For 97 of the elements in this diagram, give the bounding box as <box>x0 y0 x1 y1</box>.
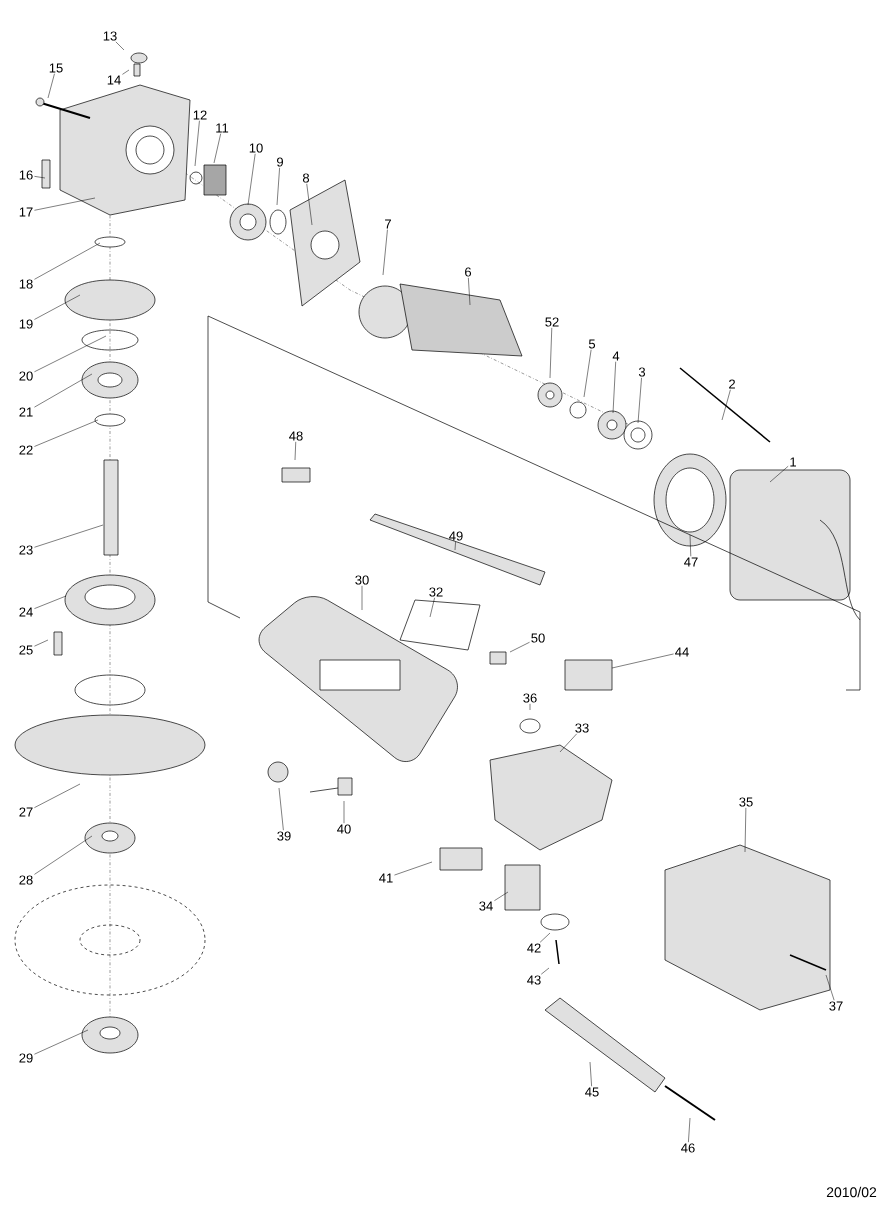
callout-number: 8 <box>302 173 310 183</box>
callout-number: 46 <box>681 1143 695 1153</box>
leader-line <box>394 861 433 876</box>
callout-number: 17 <box>19 207 33 217</box>
leader-line <box>589 1061 592 1087</box>
leader-line <box>429 597 435 618</box>
callout-number: 14 <box>107 75 121 85</box>
callout-number: 21 <box>19 407 33 417</box>
leader-line <box>611 653 674 669</box>
callout-number: 12 <box>193 110 207 120</box>
callout-number: 15 <box>49 63 63 73</box>
callout-number: 18 <box>19 279 33 289</box>
leader-line <box>122 69 130 75</box>
leader-line <box>361 585 363 611</box>
callout-number: 5 <box>588 339 596 349</box>
callout-number: 16 <box>19 170 33 180</box>
callout-number: 13 <box>103 31 117 41</box>
callout-number: 25 <box>19 645 33 655</box>
leader-line <box>294 441 296 461</box>
leader-line <box>529 703 531 711</box>
leader-line <box>559 733 577 753</box>
leader-line <box>34 373 93 408</box>
leader-line <box>47 73 55 99</box>
leader-line <box>278 787 284 831</box>
leader-line <box>306 183 313 226</box>
callout-number: 28 <box>19 875 33 885</box>
callout-number: 35 <box>739 797 753 807</box>
leader-line <box>34 419 99 447</box>
callout-number: 6 <box>465 267 472 277</box>
leader-line <box>468 277 471 306</box>
callout-number: 23 <box>19 545 33 555</box>
callout-number: 2 <box>729 379 735 389</box>
callout-number: 41 <box>379 873 393 883</box>
callout-number: 19 <box>19 319 33 329</box>
leader-line <box>583 349 592 398</box>
leader-line <box>689 534 692 557</box>
callout-number: 45 <box>585 1087 599 1097</box>
leader-line <box>343 800 345 824</box>
leader-line <box>825 974 835 1001</box>
leader-line <box>34 835 93 875</box>
leader-line <box>382 229 388 276</box>
leader-line <box>549 327 553 379</box>
callout-number: 7 <box>385 219 391 229</box>
leader-line <box>213 133 221 164</box>
leader-line <box>34 294 81 320</box>
callout-number: 42 <box>527 943 541 953</box>
leader-line <box>34 335 107 373</box>
callout-number: 48 <box>289 431 303 441</box>
callout-number: 27 <box>19 807 33 817</box>
leader-line <box>539 932 551 943</box>
leader-line <box>34 639 49 647</box>
callout-number: 33 <box>575 723 589 733</box>
callout-number: 4 <box>612 351 620 361</box>
callout-number: 50 <box>531 633 545 643</box>
callout-number: 47 <box>684 557 698 567</box>
callout-number: 39 <box>277 831 291 841</box>
date-label: 2010/02 <box>826 1186 877 1198</box>
callout-number: 20 <box>19 371 33 381</box>
callout-number: 11 <box>216 123 229 133</box>
callout-number: 40 <box>337 824 351 834</box>
callout-number: 44 <box>675 647 689 657</box>
callout-number: 49 <box>449 531 463 541</box>
leader-line <box>115 41 125 51</box>
callout-number: 1 <box>790 457 796 467</box>
callout-number: 36 <box>523 693 537 703</box>
leader-line <box>34 524 104 548</box>
callout-number: 34 <box>479 901 493 911</box>
callout-number: 29 <box>19 1053 33 1063</box>
callout-number: 10 <box>249 143 263 153</box>
leader-line <box>194 120 200 167</box>
callout-number: 37 <box>829 1001 843 1011</box>
leader-line <box>247 153 256 206</box>
callout-number: 24 <box>19 607 33 617</box>
callout-number: 43 <box>527 975 541 985</box>
callout-number: 9 <box>277 157 283 167</box>
callout-number: 30 <box>355 575 369 585</box>
leader-line <box>454 541 456 551</box>
leader-line <box>769 465 789 483</box>
callout-number: 52 <box>545 317 559 327</box>
callout-number: 3 <box>638 367 646 377</box>
leader-line <box>34 176 46 179</box>
leader-line <box>34 197 96 211</box>
leader-line <box>541 967 550 975</box>
leader-line <box>34 783 81 808</box>
leader-line <box>34 1029 89 1055</box>
leader-line <box>744 807 747 853</box>
leader-line <box>637 377 642 424</box>
leader-line <box>34 595 67 609</box>
leader-line <box>612 361 616 414</box>
callout-number: 32 <box>429 587 443 597</box>
leader-line <box>509 641 530 653</box>
leader-line <box>276 167 280 206</box>
leader-line <box>34 242 101 280</box>
leader-line <box>721 389 731 421</box>
leader-line <box>688 1117 691 1143</box>
leader-line <box>494 891 509 901</box>
callout-number: 22 <box>19 445 33 455</box>
